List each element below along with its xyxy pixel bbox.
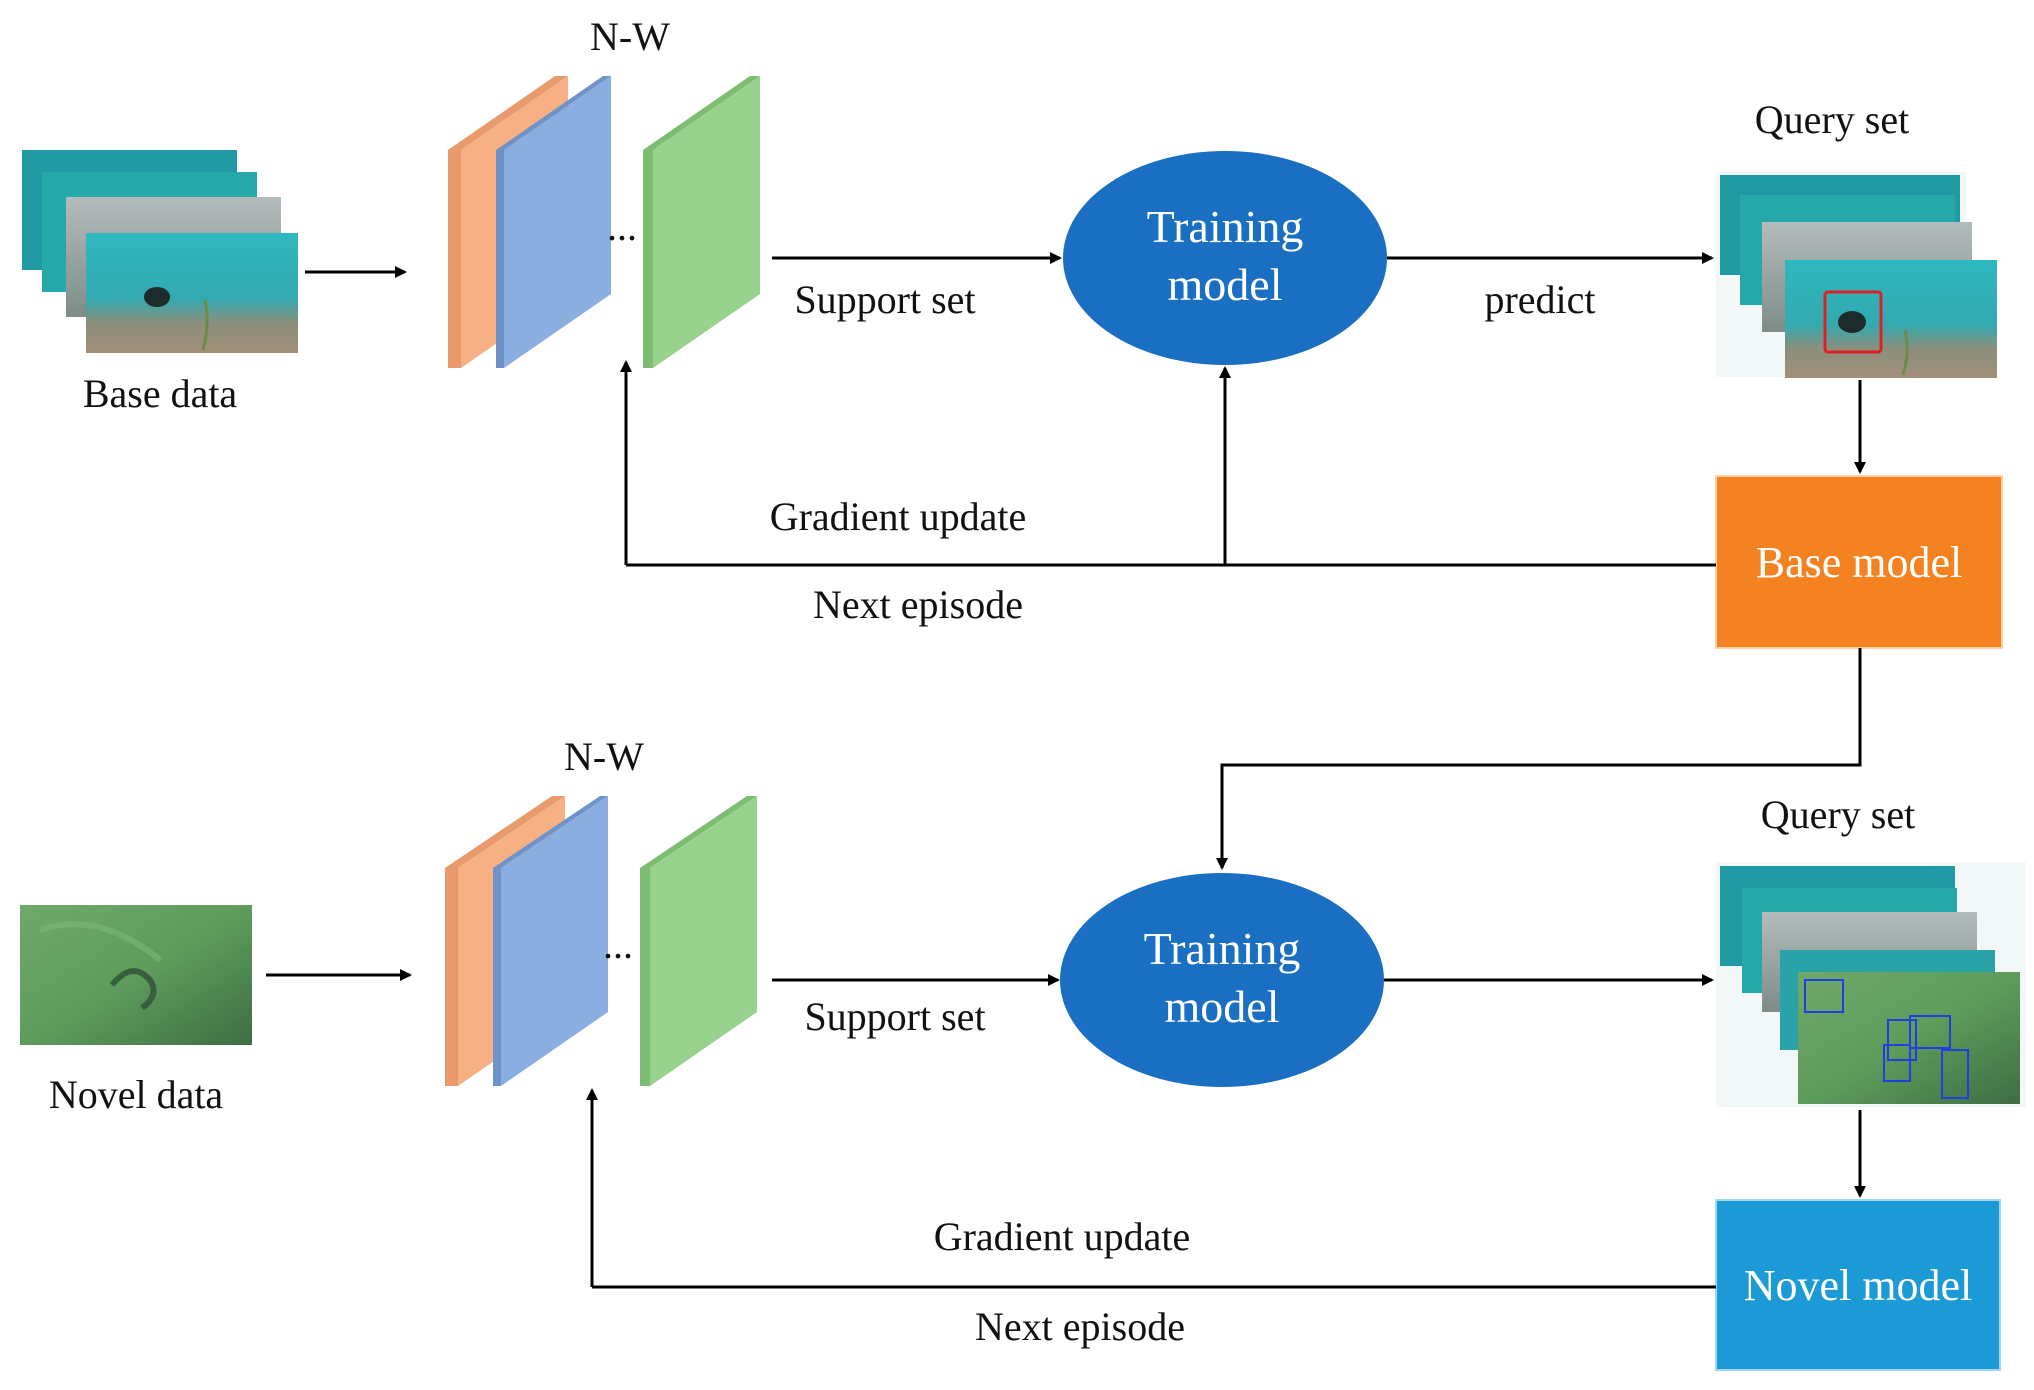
base-model-label: Base model bbox=[1756, 538, 1963, 587]
training-model-ellipse-top bbox=[1063, 151, 1387, 365]
ellipsis-bottom: ... bbox=[603, 922, 633, 967]
support-set-label-top: Support set bbox=[794, 277, 975, 322]
feature-layers-top bbox=[448, 76, 760, 368]
predict-label: predict bbox=[1484, 277, 1595, 322]
base-model-box bbox=[1715, 475, 2003, 649]
novel-data-image bbox=[20, 905, 252, 1045]
query-set-image-stack-bottom bbox=[1716, 862, 2026, 1107]
training-model-line2-top: model bbox=[1168, 259, 1283, 310]
training-model-ellipse-bottom bbox=[1060, 873, 1384, 1087]
base-data-image-stack bbox=[22, 150, 298, 353]
feature-layers-bottom bbox=[445, 796, 757, 1086]
next-episode-label-bottom: Next episode bbox=[975, 1304, 1185, 1349]
support-set-label-bottom: Support set bbox=[804, 994, 985, 1039]
gradient-update-label-bottom: Gradient update bbox=[934, 1214, 1191, 1259]
query-set-image-stack-top bbox=[1716, 172, 1997, 378]
next-episode-label-top: Next episode bbox=[813, 582, 1023, 627]
training-model-line2-bottom: model bbox=[1165, 981, 1280, 1032]
novel-model-label: Novel model bbox=[1744, 1261, 1973, 1310]
arrow-base-to-novel-training bbox=[1216, 648, 1862, 870]
nw-label-bottom: N-W bbox=[564, 734, 644, 779]
query-set-label-top: Query set bbox=[1755, 97, 1909, 142]
training-model-line1-bottom: Training bbox=[1144, 923, 1301, 974]
query-set-label-bottom: Query set bbox=[1761, 792, 1915, 837]
nw-label-top: N-W bbox=[590, 14, 670, 59]
gradient-update-label-top: Gradient update bbox=[770, 494, 1027, 539]
ellipsis-top: ... bbox=[607, 204, 637, 249]
training-model-line1-top: Training bbox=[1147, 201, 1304, 252]
detection-box bbox=[1823, 290, 1883, 354]
novel-data-label: Novel data bbox=[49, 1072, 224, 1117]
base-data-label: Base data bbox=[83, 371, 238, 416]
novel-model-box bbox=[1715, 1199, 2001, 1371]
